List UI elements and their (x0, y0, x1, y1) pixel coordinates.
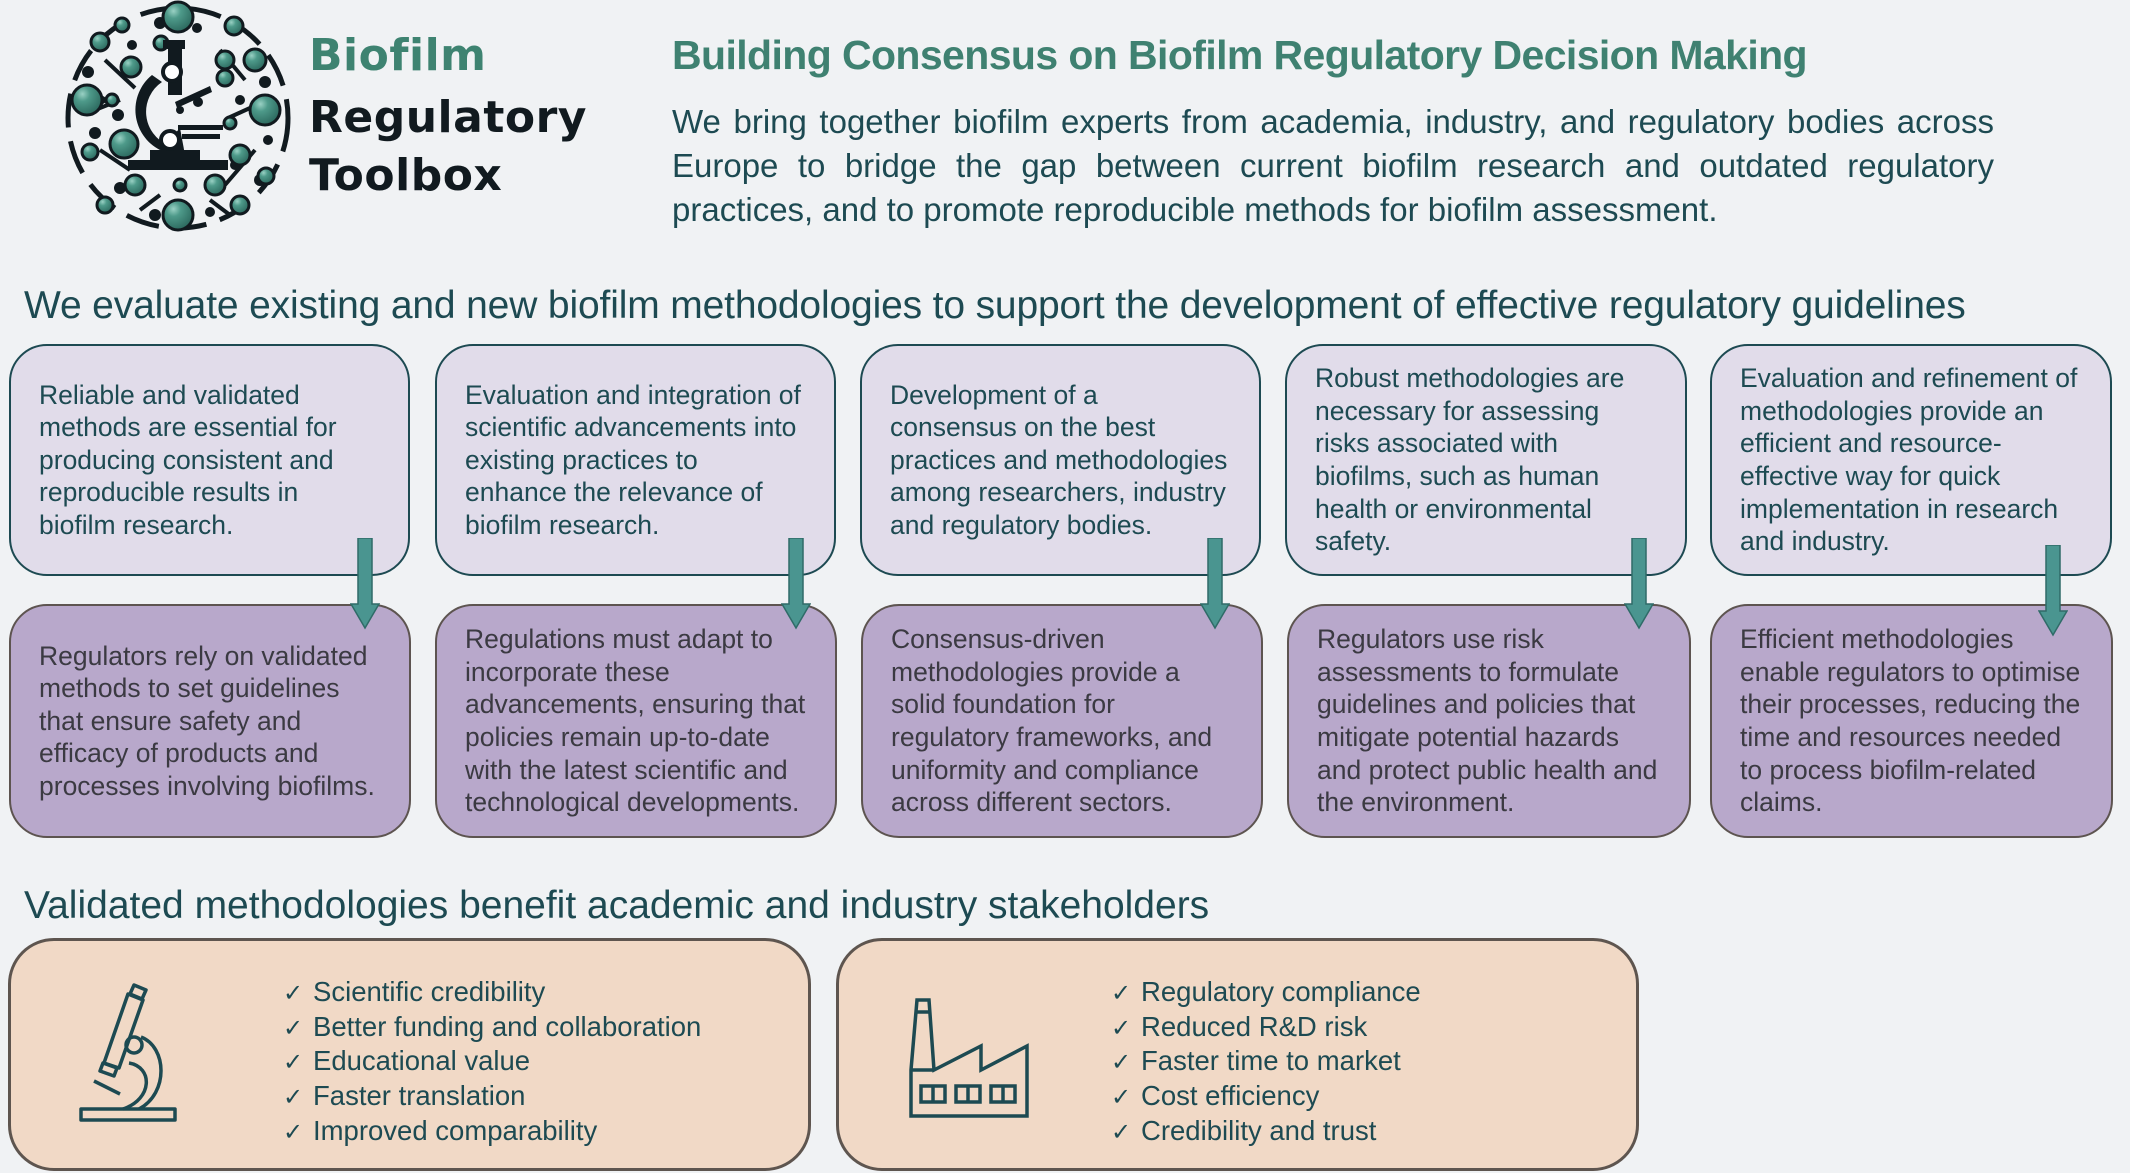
regulatory-card-consensus: Consensus-driven methodologies provide a… (861, 604, 1263, 838)
academic-benefits-panel: ✓Scientific credibility ✓Better funding … (8, 938, 811, 1171)
regulatory-card-efficiency: Efficient methodologies enable regulator… (1710, 604, 2113, 838)
research-card-risk: Robust methodologies are necessary for a… (1285, 344, 1687, 576)
checkmark-icon: ✓ (283, 980, 304, 1007)
regulatory-card-risk: Regulators use risk assessments to formu… (1287, 604, 1691, 838)
list-item: ✓Improved comparability (283, 1115, 701, 1150)
microscope-biofilm-logo-icon (65, 0, 291, 232)
down-arrow-icon (2038, 545, 2068, 637)
card-text: Evaluation and integration of scientific… (465, 379, 801, 540)
list-item: ✓Faster time to market (1111, 1045, 1421, 1080)
biofilm-logo-icon (60, 0, 296, 236)
list-item: ✓Scientific credibility (283, 976, 701, 1011)
card-text: Regulations must adapt to incorporate th… (465, 624, 806, 818)
regulatory-card-integration: Regulations must adapt to incorporate th… (435, 604, 837, 838)
down-arrow-icon (350, 538, 380, 630)
research-card-efficiency: Evaluation and refinement of methodologi… (1710, 344, 2112, 576)
research-card-integration: Evaluation and integration of scientific… (435, 344, 836, 576)
list-item: ✓Credibility and trust (1111, 1115, 1421, 1150)
checkmark-icon: ✓ (283, 1049, 304, 1077)
microscope-icon (79, 983, 177, 1122)
page-title: Building Consensus on Biofilm Regulatory… (672, 32, 1808, 78)
card-text: Efficient methodologies enable regulator… (1740, 624, 2081, 818)
list-item: ✓Faster translation (283, 1080, 701, 1115)
research-card-reliability: Reliable and validated methods are essen… (9, 344, 410, 576)
regulatory-card-reliability: Regulators rely on validated methods to … (9, 604, 411, 838)
checkmark-icon: ✓ (1111, 1049, 1132, 1077)
card-text: Evaluation and refinement of methodologi… (1740, 363, 2078, 557)
industry-benefits-list: ✓Regulatory compliance ✓Reduced R&D risk… (1111, 976, 1421, 1150)
checkmark-icon: ✓ (1111, 1084, 1132, 1112)
card-text: Regulators rely on validated methods to … (39, 640, 375, 801)
list-item: ✓Educational value (283, 1045, 701, 1080)
academic-benefits-list: ✓Scientific credibility ✓Better funding … (283, 976, 701, 1150)
list-item: ✓Better funding and collaboration (283, 1011, 701, 1046)
checkmark-icon: ✓ (283, 1118, 304, 1146)
factory-icon (909, 998, 1029, 1118)
evaluate-section-heading: We evaluate existing and new biofilm met… (24, 284, 1966, 327)
list-item: ✓Reduced R&D risk (1111, 1011, 1421, 1046)
checkmark-icon: ✓ (283, 1014, 304, 1042)
logo-text-regulatory: Regulatory (309, 92, 587, 143)
down-arrow-icon (1200, 538, 1230, 630)
list-item: ✓Regulatory compliance (1111, 976, 1421, 1011)
card-text: Reliable and validated methods are essen… (39, 379, 337, 540)
industry-benefits-panel: ✓Regulatory compliance ✓Reduced R&D risk… (836, 938, 1639, 1171)
card-text: Consensus-driven methodologies provide a… (891, 624, 1213, 818)
down-arrow-icon (1624, 538, 1654, 630)
down-arrow-icon (781, 538, 811, 630)
checkmark-icon: ✓ (1111, 1118, 1132, 1146)
benefit-section-heading: Validated methodologies benefit academic… (24, 884, 1210, 927)
mission-description: We bring together biofilm experts from a… (672, 103, 1994, 228)
card-text: Robust methodologies are necessary for a… (1315, 363, 1625, 557)
logo-text-toolbox: Toolbox (309, 150, 503, 201)
list-item: ✓Cost efficiency (1111, 1080, 1421, 1115)
logo-text-biofilm: Biofilm (309, 30, 487, 81)
card-text: Regulators use risk assessments to formu… (1317, 624, 1658, 818)
research-card-consensus: Development of a consensus on the best p… (860, 344, 1261, 576)
checkmark-icon: ✓ (1111, 1014, 1132, 1042)
checkmark-icon: ✓ (283, 1084, 304, 1112)
card-text: Development of a consensus on the best p… (890, 379, 1228, 540)
checkmark-icon: ✓ (1111, 980, 1132, 1007)
